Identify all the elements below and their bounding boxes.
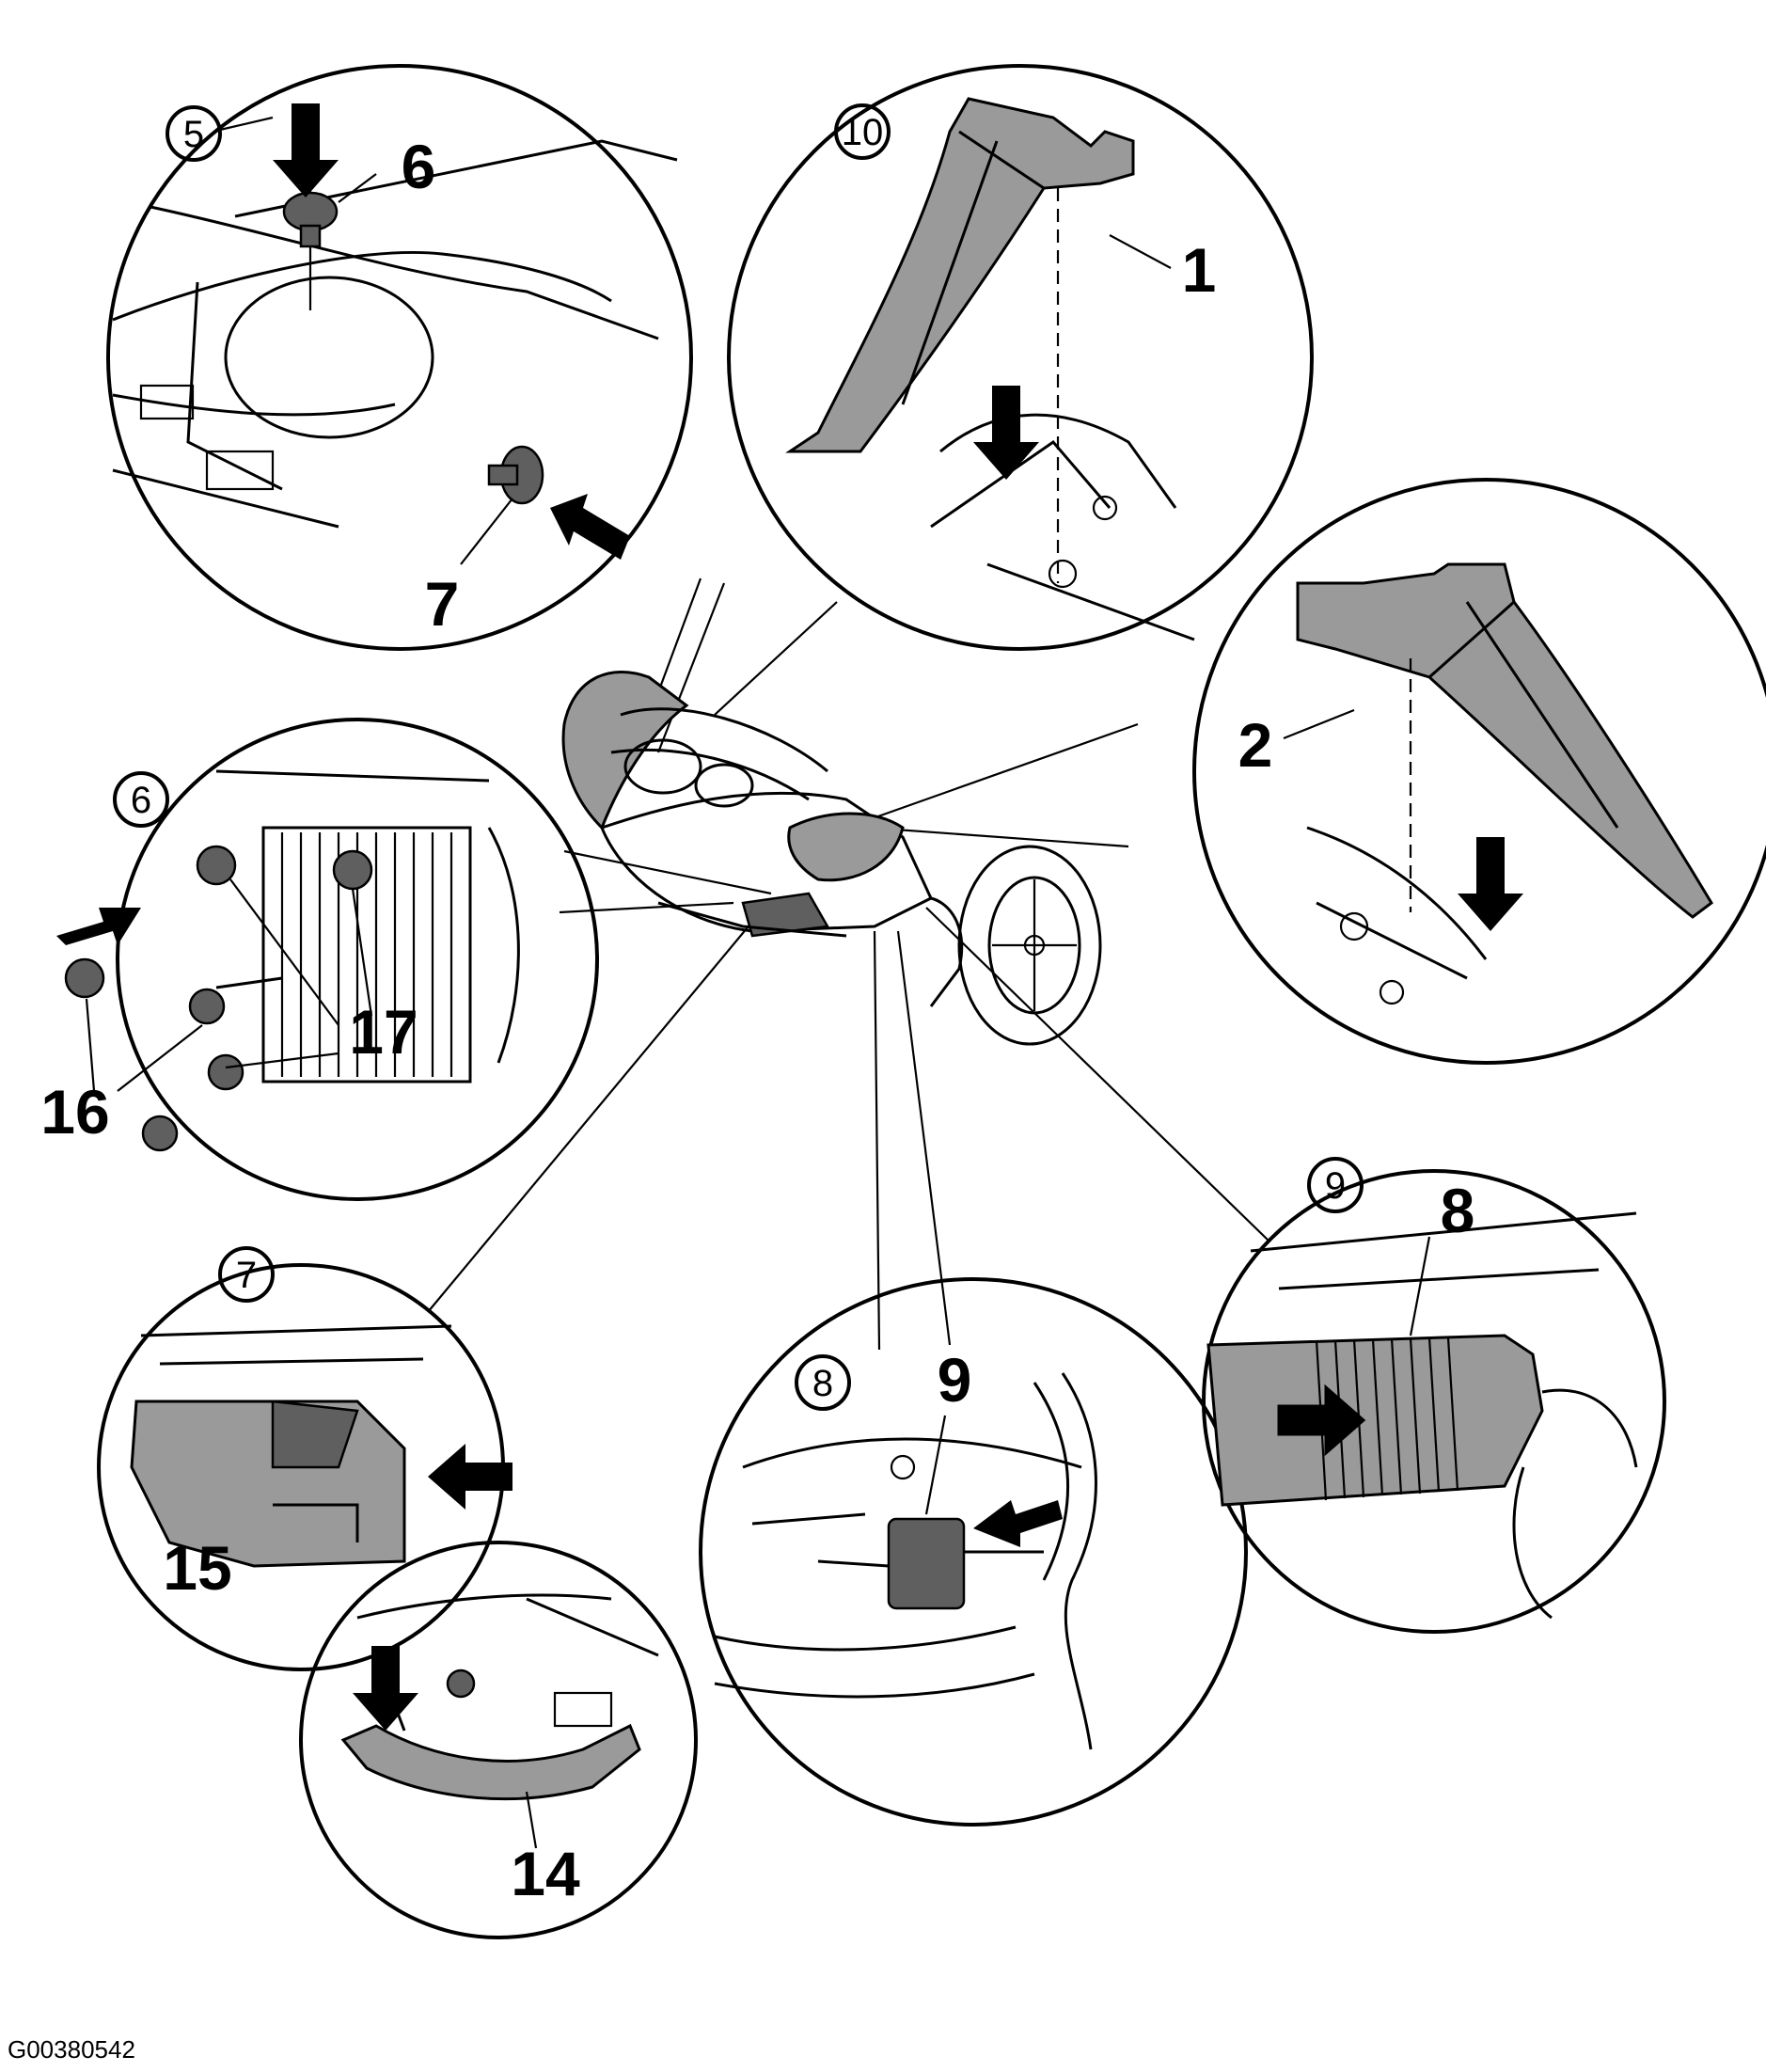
leader-lines xyxy=(427,577,1270,1351)
view-label-circle-9 xyxy=(1307,1157,1364,1213)
part-14-hose xyxy=(340,1723,641,1801)
callout-2: 2 xyxy=(1238,710,1273,780)
arrow-down-icon xyxy=(353,1646,418,1731)
detail-view-6: 6 17 16 xyxy=(40,718,599,1201)
vehicle-front-overview xyxy=(561,670,1102,1046)
detail-view-14: 14 xyxy=(299,1541,698,1939)
arrow-down-icon xyxy=(973,386,1039,480)
part-1-cover xyxy=(785,97,1135,453)
callout-15: 15 xyxy=(163,1533,231,1603)
view-label-8: 8 xyxy=(812,1363,833,1404)
arrow-right-icon xyxy=(56,908,141,945)
detail-circle-10 xyxy=(727,64,1314,651)
arrow-down-icon xyxy=(1458,837,1523,931)
callout-1: 1 xyxy=(1182,235,1217,305)
callout-9-b: 9 xyxy=(938,1345,972,1415)
connector-9 xyxy=(887,1517,966,1610)
part-8-boot xyxy=(1206,1334,1544,1507)
view-label-circle-7 xyxy=(218,1246,275,1303)
detail-circle-8 xyxy=(699,1277,1248,1827)
detail-view-9: 9 8 xyxy=(1202,1157,1666,1634)
view-label-circle-8 xyxy=(795,1354,851,1411)
callout-16: 16 xyxy=(40,1077,109,1147)
arrow-left-icon xyxy=(428,1444,512,1510)
detail-view-10: 10 1 xyxy=(727,64,1314,651)
arrow-left-icon xyxy=(973,1500,1063,1547)
view-label-7: 7 xyxy=(236,1255,257,1296)
view-label-10: 10 xyxy=(842,112,884,153)
callout-6: 6 xyxy=(402,132,436,201)
arrow-left-icon xyxy=(550,494,630,560)
view-label-circle-10 xyxy=(834,103,891,160)
detail-circle-9 xyxy=(1202,1169,1666,1634)
callout-7: 7 xyxy=(425,569,460,639)
detail-view-7: 7 15 xyxy=(97,1246,512,1671)
view-label-circle-6 xyxy=(113,771,169,828)
view-label-9: 9 xyxy=(1325,1165,1346,1207)
arrow-down-icon xyxy=(273,103,339,198)
detail-view-5: 5 6 7 xyxy=(106,64,693,651)
callout-17: 17 xyxy=(349,997,418,1067)
view-label-6: 6 xyxy=(131,780,151,821)
callout-8: 8 xyxy=(1441,1176,1475,1245)
detail-circle-6 xyxy=(116,718,599,1201)
arrow-right-icon xyxy=(1277,1384,1366,1457)
detail-circle-2 xyxy=(1192,478,1766,1065)
callout-14: 14 xyxy=(511,1839,580,1908)
view-label-5: 5 xyxy=(183,114,204,155)
detail-view-8: 8 9 xyxy=(699,1277,1248,1827)
detail-circle-5 xyxy=(106,64,693,651)
figure-code: G00380542 xyxy=(8,2035,135,2064)
detail-view-2: 2 xyxy=(1192,478,1766,1065)
detail-circle-14 xyxy=(299,1541,698,1939)
view-label-circle-5 xyxy=(166,105,222,162)
part-2-cover xyxy=(1296,562,1713,919)
